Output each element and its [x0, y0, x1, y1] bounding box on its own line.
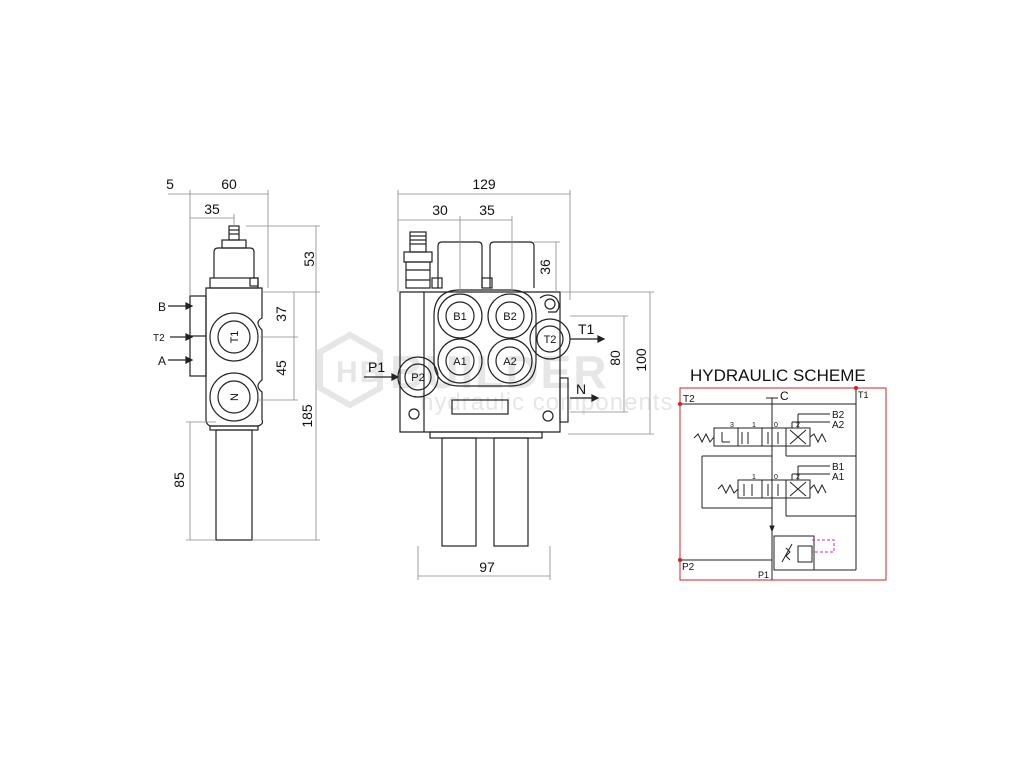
front-port-a2-outer — [487, 338, 533, 384]
dim-side-35: 35 — [204, 201, 220, 217]
scheme-title: HYDRAULIC SCHEME — [690, 366, 866, 385]
front-port-b2 — [495, 301, 525, 331]
scheme-mark-0: 0 — [774, 422, 778, 429]
dim-side-85: 85 — [171, 472, 187, 488]
dim-front-100: 100 — [633, 348, 649, 372]
front-port-b1-outer — [437, 293, 483, 339]
watermark-logo-icon — [317, 331, 383, 409]
front-port-a2-label: A2 — [503, 356, 516, 368]
scheme-port-t1: T1 — [858, 390, 869, 400]
side-cap — [213, 247, 255, 278]
dim-side-185: 185 — [299, 404, 315, 428]
front-lever-2 — [493, 437, 529, 547]
scheme-mark-2: 2 — [796, 422, 800, 429]
front-nut — [403, 251, 433, 263]
scheme-port-b1: B1 — [832, 462, 845, 473]
dim-front-30: 30 — [432, 202, 448, 218]
front-label-p1: P1 — [368, 359, 385, 375]
scheme-mark-3: 3 — [730, 422, 734, 429]
side-port-t1-label: T1 — [229, 331, 241, 344]
watermark-tagline: hydraulic components — [420, 389, 673, 416]
front-port-b1 — [445, 301, 475, 331]
scheme-mark-1: 1 — [752, 422, 756, 429]
dim-front-129: 129 — [472, 176, 496, 192]
front-port-a1-label: A1 — [453, 356, 466, 368]
dim-front-80: 80 — [607, 350, 623, 366]
front-port-t2-label: T2 — [544, 334, 557, 346]
dim-front-35: 35 — [479, 202, 495, 218]
front-port-t2 — [536, 325, 564, 353]
side-label-t2: T2 — [153, 333, 165, 344]
watermark-logo-text: HB — [336, 356, 383, 389]
side-port-n-label: N — [229, 393, 241, 401]
scheme-port-t2: T2 — [683, 394, 695, 405]
front-port-b2-outer — [487, 293, 533, 339]
scheme-frame — [679, 387, 887, 581]
dim-front-97: 97 — [479, 559, 495, 575]
side-nut — [221, 239, 247, 249]
front-port-a2 — [495, 346, 525, 376]
front-port-p2 — [404, 363, 432, 391]
side-port-n — [217, 380, 251, 414]
front-port-block — [433, 289, 537, 387]
scheme-port-b2: B2 — [832, 410, 845, 421]
front-lever-1 — [441, 437, 477, 547]
scheme-relief-valve — [773, 535, 815, 571]
front-dimensions — [397, 190, 654, 580]
front-port-a1-outer — [437, 338, 483, 384]
side-port-t1 — [217, 320, 251, 354]
watermark-brand: BUILDER — [390, 346, 608, 398]
front-view — [364, 231, 606, 547]
dim-front-36: 36 — [537, 259, 553, 275]
side-port-n-outer — [209, 372, 259, 422]
front-port-b2-label: B2 — [503, 311, 516, 323]
hydraulic-scheme — [678, 386, 887, 581]
front-nameplate — [451, 399, 509, 415]
front-stud — [409, 231, 427, 253]
side-view — [168, 225, 264, 541]
scheme-port-a2: A2 — [832, 420, 845, 431]
dim-side-53: 53 — [301, 251, 317, 267]
scheme-port-p1: P1 — [758, 570, 769, 580]
side-dimensions — [168, 190, 320, 541]
front-label-n: N — [576, 381, 586, 397]
front-port-p2-label: P2 — [411, 372, 424, 384]
scheme-spool-1-box-1 — [713, 427, 739, 447]
scheme-mark-lower-1: 1 — [752, 474, 756, 481]
front-port-b1-label: B1 — [453, 311, 466, 323]
scheme-spool-2-box-1 — [737, 479, 763, 499]
watermark: HB BUILDER hydraulic components — [317, 331, 673, 416]
scheme-port-p2: P2 — [682, 562, 695, 573]
dim-side-5: 5 — [166, 176, 174, 192]
scheme-port-a1: A1 — [832, 472, 845, 483]
side-stud — [228, 225, 240, 241]
front-port-a1 — [445, 346, 475, 376]
front-label-t1: T1 — [578, 321, 595, 337]
scheme-mark-lower-0: 0 — [774, 474, 778, 481]
side-body — [205, 287, 264, 427]
side-lever-sleeve — [215, 429, 253, 541]
dim-side-37: 37 — [273, 306, 289, 322]
side-label-a: A — [158, 354, 166, 368]
scheme-port-c: C — [780, 389, 789, 403]
side-port-t1-outer — [209, 312, 259, 362]
scheme-pilot-line — [812, 539, 835, 553]
dim-side-45: 45 — [273, 360, 289, 376]
dim-side-60: 60 — [221, 176, 237, 192]
scheme-mark-lower-2: 2 — [796, 474, 800, 481]
side-label-b: B — [158, 300, 166, 314]
